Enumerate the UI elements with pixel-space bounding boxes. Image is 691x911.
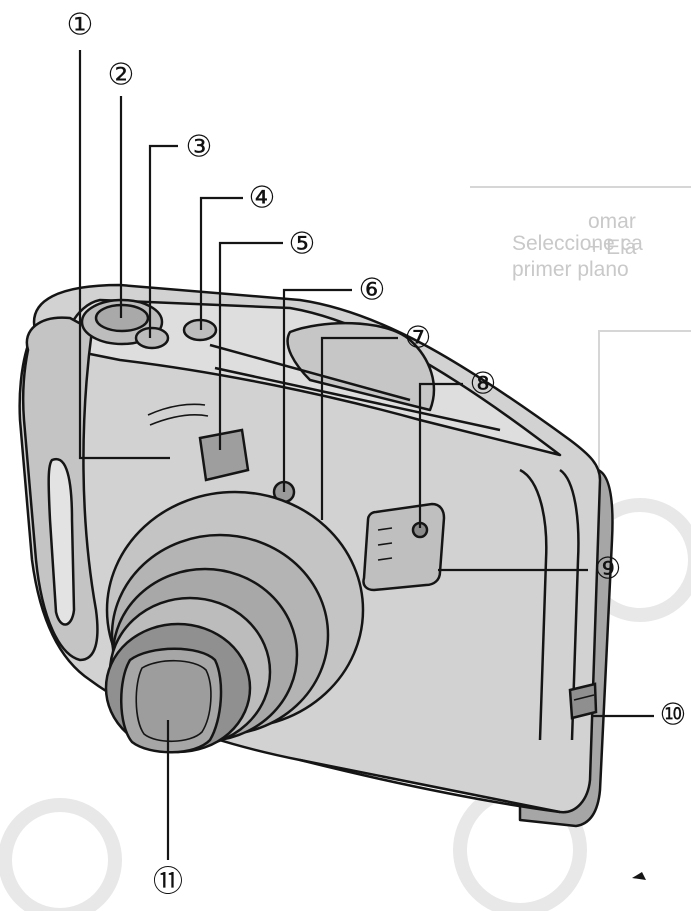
leader-line-6 xyxy=(282,288,352,492)
callout-7: ⑦ xyxy=(405,321,432,356)
bleed-through-text: Seleccione ca xyxy=(512,232,643,255)
callout-5: ⑤ xyxy=(289,227,316,262)
callout-11: ⑪ xyxy=(153,865,183,900)
leader-line-1 xyxy=(78,50,170,460)
leader-line-4 xyxy=(199,196,243,330)
bleed-through-text: omar xyxy=(588,210,636,233)
callout-labels: ① ② ③ ④ ⑤ ⑥ ⑦ ⑧ ⑨ ⑩ ⑪ xyxy=(67,8,687,900)
shutter-button xyxy=(134,326,170,350)
callout-9: ⑨ xyxy=(595,552,622,587)
bleed-through-text: primer plano xyxy=(512,258,629,281)
leader-line-7 xyxy=(320,336,398,520)
bleed-through-rule xyxy=(470,186,691,188)
front-features xyxy=(147,403,598,720)
callout-4: ④ xyxy=(249,181,276,216)
bleed-through-text: + Ela xyxy=(588,236,637,259)
lens-barrel xyxy=(104,490,365,754)
flash-window xyxy=(362,502,446,592)
callout-2: ② xyxy=(108,58,135,93)
leader-line-3 xyxy=(148,144,178,338)
callout-10: ⑩ xyxy=(660,698,687,733)
leader-line-8 xyxy=(418,382,463,528)
top-controls xyxy=(80,298,218,350)
callout-8: ⑧ xyxy=(470,367,497,402)
strap-eyelet xyxy=(568,682,598,720)
callout-1: ① xyxy=(67,8,94,43)
callout-6: ⑥ xyxy=(359,273,386,308)
leader-lines xyxy=(78,50,654,860)
scan-mark xyxy=(632,872,646,880)
viewfinder-window xyxy=(198,428,250,482)
callout-3: ③ xyxy=(186,130,213,165)
leader-line-5 xyxy=(218,241,283,450)
bleed-through-rule xyxy=(598,330,691,332)
